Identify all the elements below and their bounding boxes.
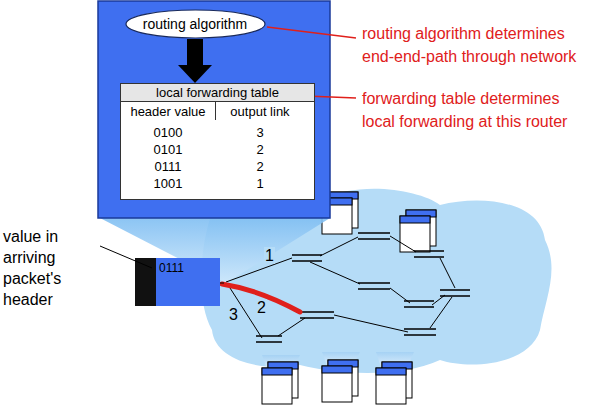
table-header: header value <box>121 104 215 119</box>
router-box <box>98 1 330 218</box>
ellipse-shape <box>126 10 265 38</box>
table-title: local forwarding table <box>121 85 314 100</box>
table-cell: 1 <box>216 176 304 191</box>
flow-arrow <box>178 39 212 83</box>
host-shade <box>376 352 414 370</box>
packet-header: 0111 <box>156 258 220 306</box>
annotation-text: forwarding table determines local forwar… <box>362 87 582 133</box>
host-icon <box>322 360 358 402</box>
link-number: 2 <box>256 299 267 316</box>
link-number: 1 <box>264 247 275 264</box>
table-header: output link <box>216 104 304 119</box>
header-value: 0111 <box>156 258 184 275</box>
node-label: routing algorithm <box>143 16 247 32</box>
table-cell: 0100 <box>121 125 215 140</box>
table-cell: 2 <box>216 142 304 157</box>
annotation-text: routing algorithm determines end-end-pat… <box>362 22 582 68</box>
table-cell: 0111 <box>121 159 215 174</box>
forwarding-table: local forwarding table header valueoutput… <box>120 83 315 200</box>
host-icon <box>376 362 412 404</box>
table-cell: 2 <box>216 159 304 174</box>
packet-callout: value in arriving packet's header <box>3 226 85 310</box>
link-number: 3 <box>228 306 239 323</box>
table-cell: 3 <box>216 125 304 140</box>
packet-entry-line <box>220 283 224 284</box>
host-icon <box>262 362 298 404</box>
arrow-shaft <box>187 39 203 65</box>
table-divider <box>215 102 216 120</box>
leader-line <box>267 27 356 38</box>
algorithm-ellipse: routing algorithm <box>125 9 266 39</box>
table-cell: 1001 <box>121 176 215 191</box>
network-links <box>222 236 455 338</box>
table-cell: 0101 <box>121 142 215 157</box>
arrow-head <box>178 65 212 83</box>
router-symbol <box>256 233 470 342</box>
leader-line <box>100 246 152 268</box>
